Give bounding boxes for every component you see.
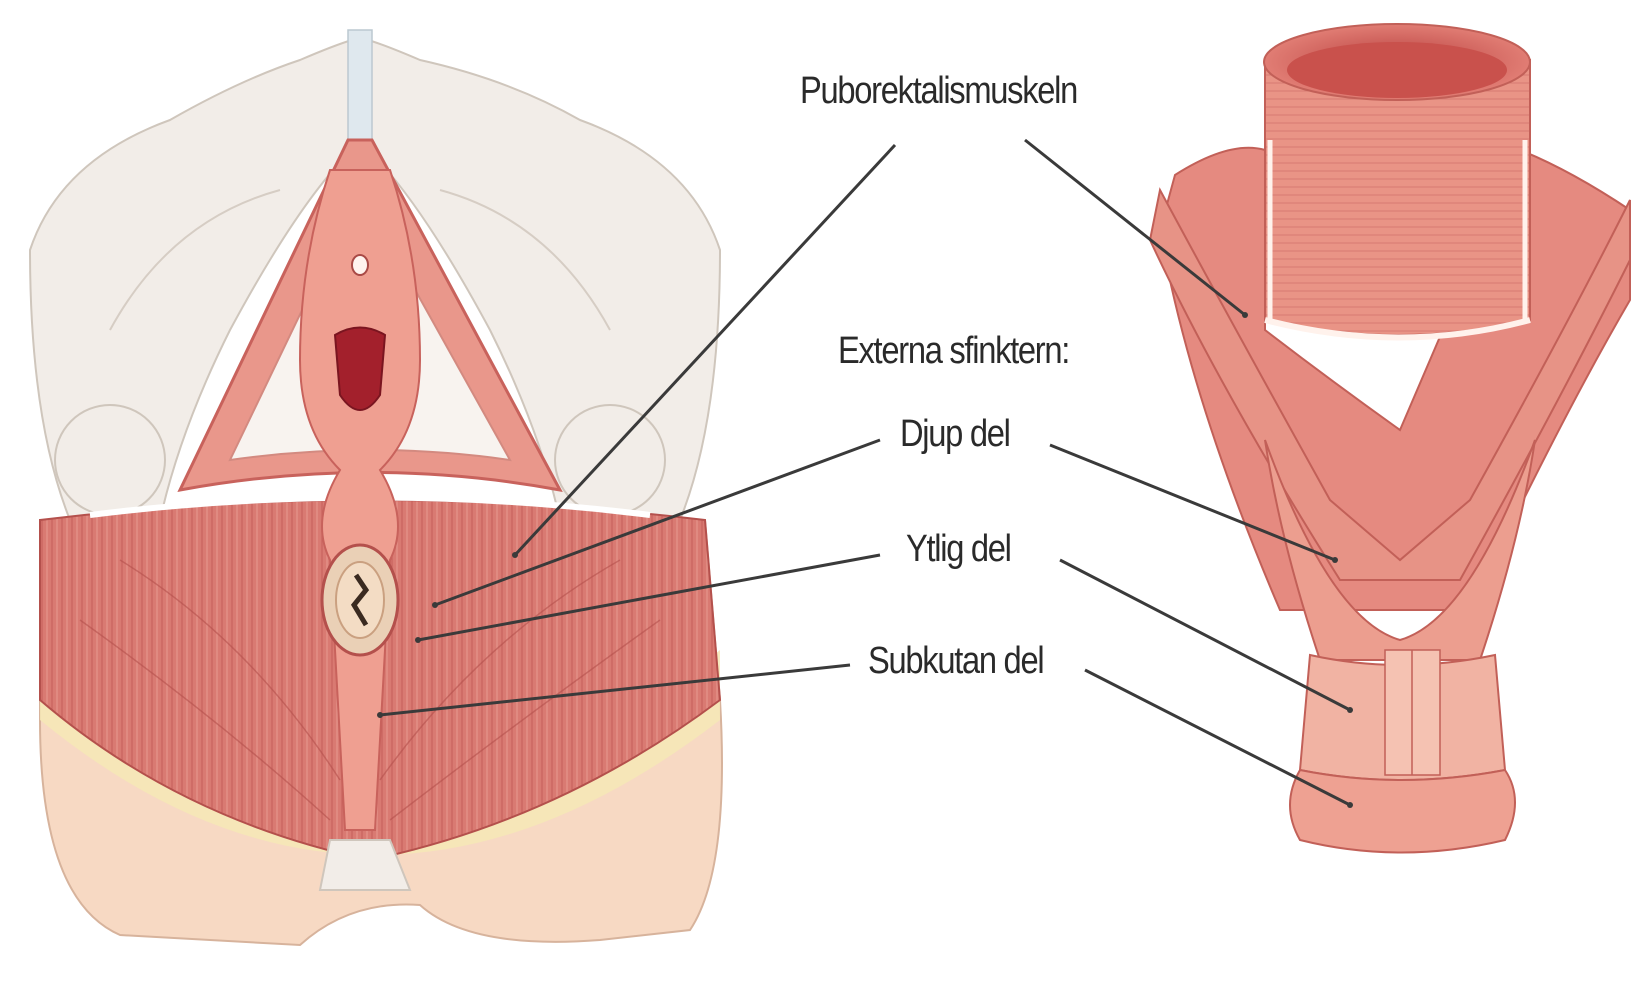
label-puborectalis: Puborektalismuskeln <box>800 70 1077 113</box>
pelvic-floor-illustration <box>30 30 722 945</box>
rectum <box>1265 60 1530 335</box>
vaginal-opening <box>335 328 385 411</box>
pubic-symphysis <box>348 30 372 155</box>
urethral-opening <box>352 255 368 275</box>
label-deep-part: Djup del <box>900 413 1010 456</box>
label-subcutaneous-part: Subkutan del <box>868 640 1043 683</box>
anal-canal-illustration <box>1150 24 1630 853</box>
label-external-sphincter: Externa sfinktern: <box>838 330 1069 373</box>
label-superficial-part: Ytlig del <box>906 528 1011 571</box>
subcutaneous-external-sphincter <box>1290 770 1515 853</box>
